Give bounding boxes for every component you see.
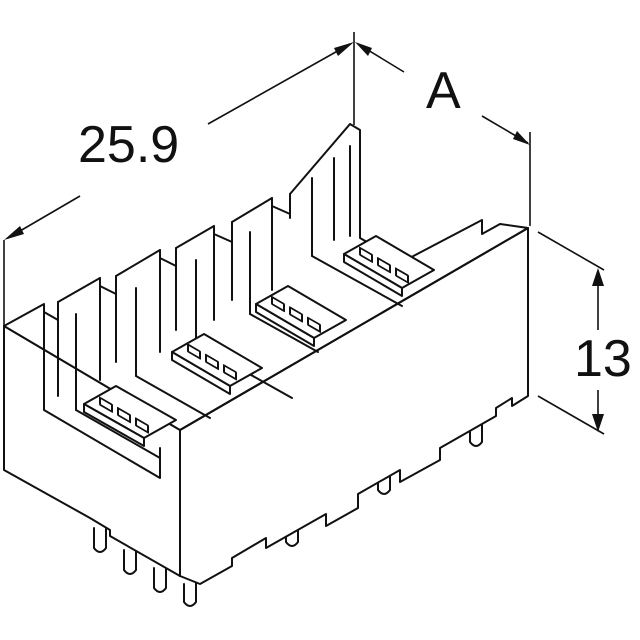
length-dimension: 25.9 (3, 32, 355, 330)
pin-3 (153, 563, 167, 593)
front-face (179, 227, 529, 585)
pin-5 (285, 517, 299, 547)
connector-body (3, 123, 529, 607)
contact-housing-1 (83, 385, 177, 447)
cavity-ribs-2 (175, 225, 215, 345)
height-dimension: 13 (537, 231, 632, 435)
pin-1 (93, 523, 107, 553)
pin-2 (123, 545, 137, 575)
pin-4 (183, 579, 197, 607)
front-top-edge (179, 227, 529, 431)
length-arrow-left (4, 226, 24, 240)
length-arrow-right (334, 42, 354, 56)
cavity-ribs-0 (57, 277, 101, 411)
length-label: 25.9 (78, 116, 179, 174)
height-extension-bottom (537, 395, 605, 435)
contact-housing-2 (171, 333, 263, 395)
pin-7 (469, 417, 483, 447)
height-arrow-bottom (592, 414, 604, 432)
cavity-ribs-3 (231, 197, 273, 315)
height-arrow-top (592, 268, 604, 286)
length-dim-line-right (207, 43, 351, 125)
depth-label: A (426, 62, 461, 120)
pin-6 (377, 465, 391, 495)
height-label: 13 (574, 330, 632, 388)
depth-dimension: A (355, 42, 531, 226)
cavity-floor-1 (43, 311, 161, 479)
depth-arrow-right (513, 131, 530, 145)
cavity-floor-3 (249, 255, 403, 353)
pins (93, 417, 483, 607)
contact-housing-3 (255, 285, 347, 347)
depth-arrow-left (355, 42, 372, 56)
cavity-ribs-1 (115, 249, 161, 377)
back-wall-ribs (289, 145, 351, 257)
height-extension-top (537, 231, 605, 271)
contact-housing-4 (343, 235, 435, 297)
